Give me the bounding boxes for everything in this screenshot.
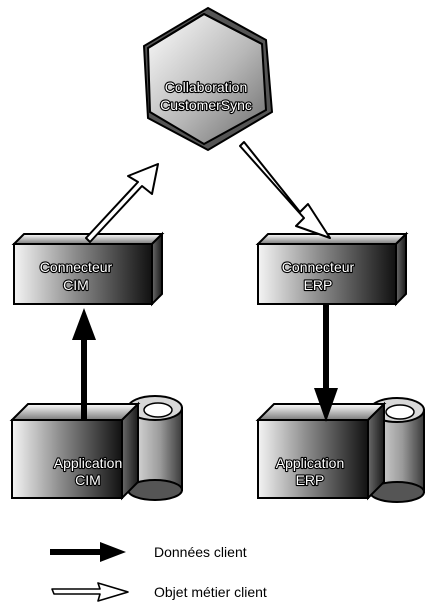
legend-business-object-label: Objet métier client [154, 584, 267, 600]
application-cim-label-line1: Application [54, 455, 123, 471]
connector-erp-label-line1: Connecteur [282, 259, 355, 275]
application-erp-label-line2: ERP [296, 472, 325, 488]
application-erp-label-line1: Application [276, 455, 345, 471]
data-flow-arrow-erp [314, 304, 338, 422]
connector-cim-label-line2: CIM [63, 277, 89, 293]
connector-erp-node: Connecteur ERP [255, 231, 409, 307]
application-erp-node: Application ERP [255, 397, 425, 503]
connector-erp-label-line2: ERP [304, 277, 333, 293]
collaboration-label-line2: CustomerSync [160, 97, 252, 113]
legend-hollow-arrow-icon [51, 582, 129, 602]
business-object-arrow-erp [239, 141, 331, 239]
application-cim-label-line2: CIM [75, 472, 101, 488]
collaboration-node: Collaboration CustomerSync [142, 6, 274, 152]
legend-solid-arrow-icon [50, 542, 126, 562]
legend-data-flow-label: Données client [154, 544, 247, 560]
connector-cim-node: Connecteur CIM [11, 231, 165, 307]
connector-cim-label-line1: Connecteur [40, 259, 113, 275]
application-cim-node: Application CIM [9, 395, 183, 501]
business-object-arrow-cim [85, 163, 159, 243]
collaboration-label-line1: Collaboration [165, 79, 248, 95]
legend: Données client Objet métier client [50, 542, 267, 602]
data-flow-arrow-cim [72, 308, 96, 420]
